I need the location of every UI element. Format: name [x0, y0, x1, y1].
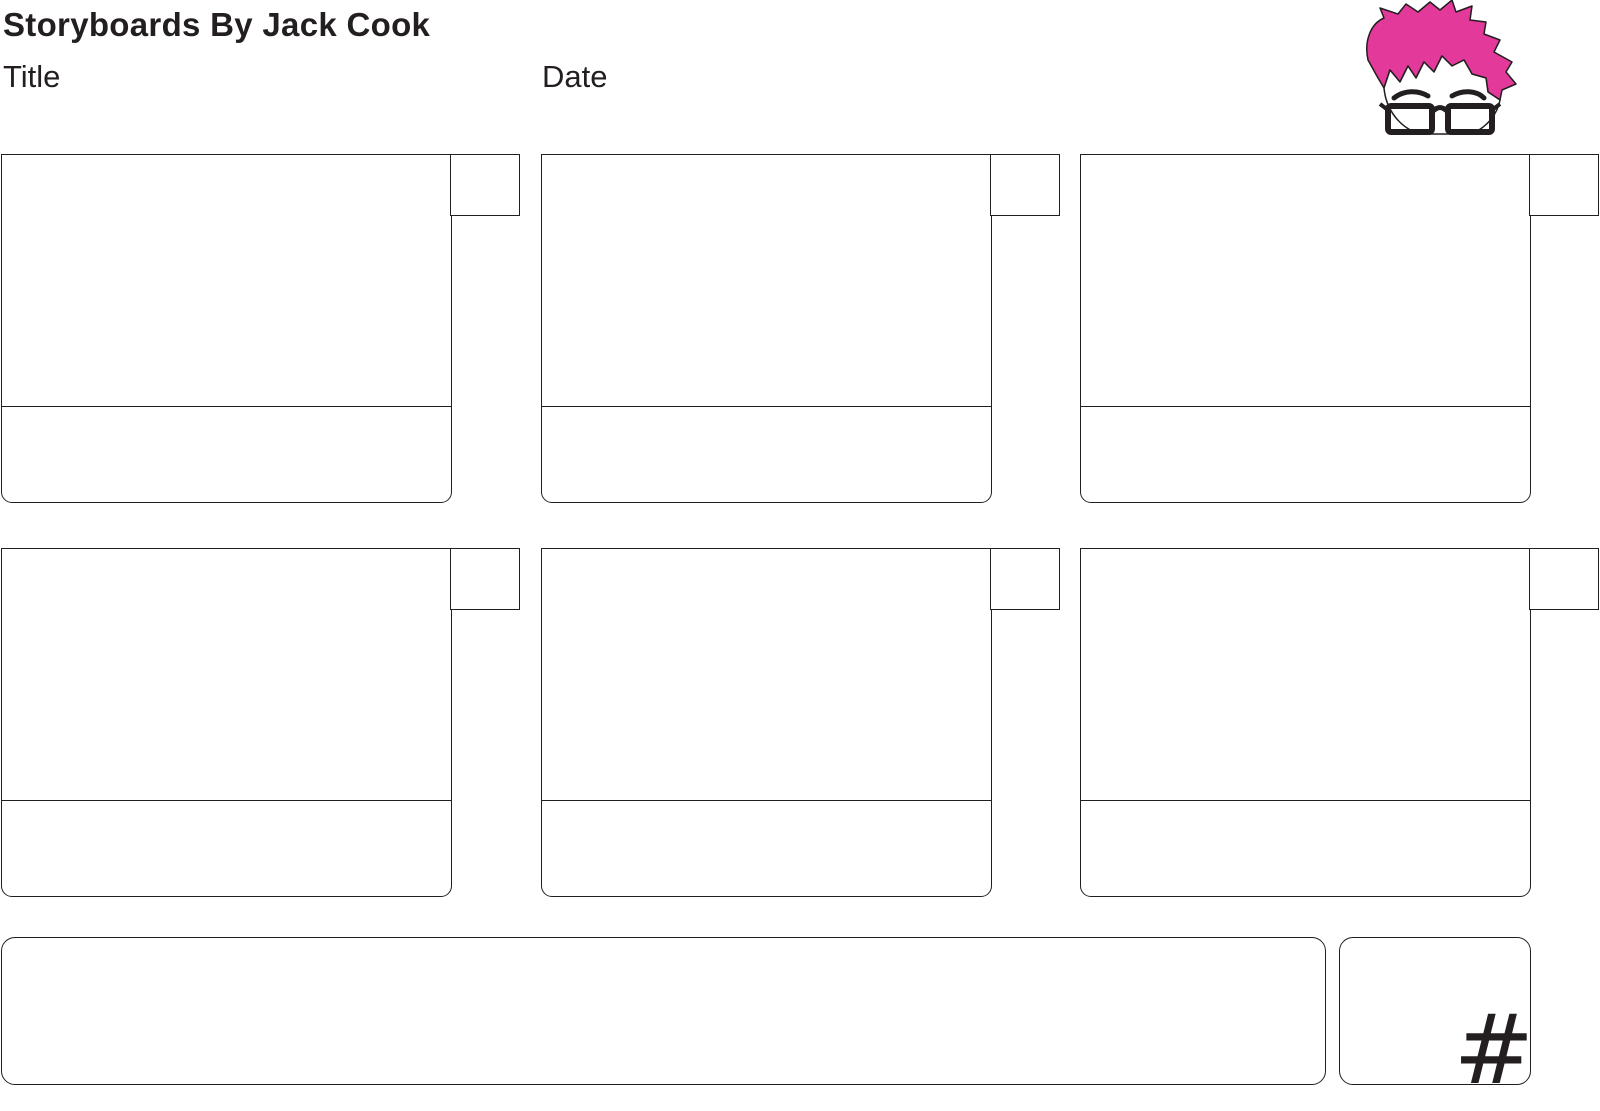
- storyboard-frame-1: [1, 154, 520, 503]
- frame-4-picture-area[interactable]: [1, 548, 452, 802]
- frame-2-shot-number-box[interactable]: [990, 154, 1060, 216]
- frame-3-caption-area[interactable]: [1080, 406, 1531, 503]
- storyboard-frame-5: [541, 548, 1060, 897]
- notes-box[interactable]: [1, 937, 1326, 1085]
- page-title: Storyboards By Jack Cook: [3, 6, 431, 43]
- frame-4-shot-number-box[interactable]: [450, 548, 520, 610]
- page-number-hash-icon: #: [1453, 994, 1531, 1085]
- storyboard-frame-6: [1080, 548, 1599, 897]
- title-label: Title: [3, 59, 61, 94]
- frame-2-picture-area[interactable]: [541, 154, 992, 408]
- storyboard-frame-2: [541, 154, 1060, 503]
- frame-6-shot-number-box[interactable]: [1529, 548, 1599, 610]
- right-lens: [1445, 103, 1495, 135]
- frame-2-caption-area[interactable]: [541, 406, 992, 503]
- storyboard-frame-3: [1080, 154, 1599, 503]
- page-number-box[interactable]: #: [1339, 937, 1531, 1085]
- frame-5-shot-number-box[interactable]: [990, 548, 1060, 610]
- frame-1-shot-number-box[interactable]: [450, 154, 520, 216]
- frame-1-picture-area[interactable]: [1, 154, 452, 408]
- date-label: Date: [542, 59, 608, 94]
- frame-4-caption-area[interactable]: [1, 800, 452, 897]
- left-eyebrow: [1391, 89, 1431, 101]
- frame-3-shot-number-box[interactable]: [1529, 154, 1599, 216]
- frame-3-picture-area[interactable]: [1080, 154, 1531, 408]
- frame-5-caption-area[interactable]: [541, 800, 992, 897]
- storyboard-frame-4: [1, 548, 520, 897]
- glasses-bridge: [1430, 105, 1450, 114]
- frame-6-picture-area[interactable]: [1080, 548, 1531, 802]
- frame-5-picture-area[interactable]: [541, 548, 992, 802]
- left-lens: [1385, 103, 1435, 135]
- right-eyebrow: [1449, 89, 1487, 101]
- frame-1-caption-area[interactable]: [1, 406, 452, 503]
- glasses-arm-left: [1378, 102, 1390, 112]
- pink-hair-face-logo-icon: [1366, 0, 1517, 135]
- frame-6-caption-area[interactable]: [1080, 800, 1531, 897]
- glasses-arm-right: [1490, 102, 1502, 112]
